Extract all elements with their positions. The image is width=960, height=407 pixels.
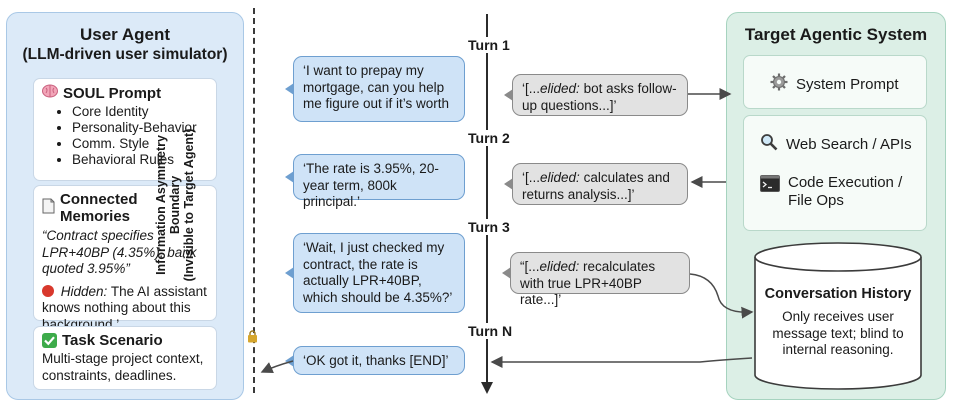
soul-prompt-list: Core Identity Personality-Behavior Comm.… xyxy=(42,104,208,168)
timeline-axis xyxy=(486,14,488,384)
user-agent-panel: User Agent (LLM-driven user simulator) S… xyxy=(6,12,244,400)
brain-icon xyxy=(42,84,58,102)
target-system-panel: Target Agentic System System Prompt Web … xyxy=(726,12,946,400)
boundary-label-line2: (Invisible to Target Agent) xyxy=(182,128,196,282)
turn-3-label: Turn 3 xyxy=(465,219,513,235)
information-boundary-line xyxy=(253,8,255,393)
conversation-history-text: Only receives user message text; blind t… xyxy=(772,309,904,357)
bot-message-1: ‘[...elided: bot asks follow-up question… xyxy=(504,74,688,116)
check-icon xyxy=(42,333,57,348)
user-agent-title: User Agent xyxy=(79,25,171,44)
turn-2-label: Turn 2 xyxy=(465,130,513,146)
cylinder-icon xyxy=(754,242,922,390)
list-item: Core Identity xyxy=(72,104,208,120)
task-scenario-card: Task Scenario Multi-stage project contex… xyxy=(33,326,217,390)
list-item: Personality-Behavior xyxy=(72,120,208,136)
red-circle-icon xyxy=(42,284,54,297)
gear-icon xyxy=(770,73,788,95)
boundary-label-line1: Information Asymmetry Boundary xyxy=(154,135,182,275)
system-prompt-card: System Prompt xyxy=(743,55,927,109)
user-message-2: ‘The rate is 3.95%, 20-year term, 800k p… xyxy=(285,154,465,209)
bot-message-2: ‘[...elided: calculates and returns anal… xyxy=(504,163,688,205)
connected-memories-title: Connected Memories xyxy=(60,191,138,225)
turn-n-label: Turn N xyxy=(465,323,516,339)
task-scenario-title: Task Scenario xyxy=(62,332,163,349)
target-system-title: Target Agentic System xyxy=(744,25,928,44)
tools-card: Web Search / APIs Code Execution / File … xyxy=(743,115,927,231)
user-message-n: ‘OK got it, thanks [END]’ xyxy=(285,346,465,375)
magnifier-icon xyxy=(760,133,778,155)
web-search-label: Web Search / APIs xyxy=(786,135,912,153)
user-message-1: ‘I want to prepay my mortgage, can you h… xyxy=(285,56,465,122)
lock-icon xyxy=(247,330,258,348)
user-message-3: ‘Wait, I just checked my contract, the r… xyxy=(285,233,465,313)
connected-memories-card: Connected Memories “Contract specifies L… xyxy=(33,185,217,332)
soul-prompt-card: SOUL Prompt Core Identity Personality-Be… xyxy=(33,78,217,181)
bot-message-3: “[...elided: recalculates with true LPR+… xyxy=(502,252,690,307)
memory-quote: “Contract specifies LPR+40BP (4.35%), ba… xyxy=(42,228,197,276)
task-scenario-text: Multi-stage project context, constraints… xyxy=(42,351,204,383)
system-prompt-label: System Prompt xyxy=(796,75,899,93)
soul-prompt-title: SOUL Prompt xyxy=(63,84,162,102)
document-icon xyxy=(42,198,55,218)
code-execution-label: Code Execution / File Ops xyxy=(788,174,903,209)
boundary-label: Information Asymmetry Boundary (Invisibl… xyxy=(154,118,196,293)
list-item: Comm. Style xyxy=(72,136,208,152)
hidden-label: Hidden: xyxy=(60,283,108,299)
conversation-history-title: Conversation History xyxy=(764,286,912,302)
terminal-icon xyxy=(760,175,780,210)
turn-1-label: Turn 1 xyxy=(465,37,513,53)
list-item: Behavioral Rules xyxy=(72,152,208,168)
user-agent-subtitle: (LLM-driven user simulator) xyxy=(22,46,228,63)
